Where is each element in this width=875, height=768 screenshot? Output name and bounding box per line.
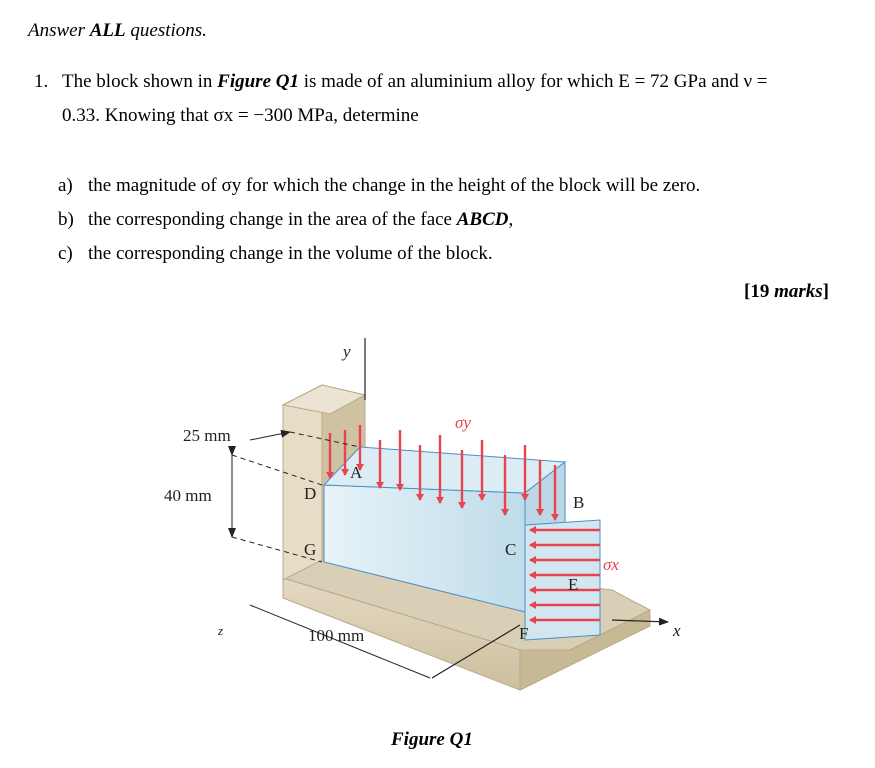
- sigma-y-arrows: [326, 425, 559, 521]
- length-dim: [249, 604, 431, 679]
- dim-height-label: 40 mm: [164, 486, 212, 505]
- depth-dim: [249, 429, 291, 441]
- sigma-x-arrows: [529, 526, 600, 624]
- marks-number: [19: [744, 281, 775, 302]
- sigma-x-label: σx: [603, 555, 619, 574]
- point-d-label: D: [304, 484, 316, 503]
- sigma-y-label: σy: [455, 413, 471, 432]
- instructions-prefix: Answer: [28, 20, 90, 41]
- instructions: Answer ALL questions.: [28, 20, 207, 42]
- instructions-emphasis: ALL: [89, 20, 126, 41]
- dimension-lines: [228, 429, 431, 679]
- part-b-label: b): [58, 209, 74, 230]
- part-a: a) the magnitude of σy for which the chan…: [58, 175, 700, 197]
- point-c-label: C: [505, 540, 516, 559]
- marks-word: marks: [774, 281, 823, 302]
- q-text-c: E = 72 GPa and ν =: [618, 71, 768, 92]
- point-a-label: A: [350, 463, 363, 482]
- z-axis: [431, 624, 521, 679]
- point-e-label: E: [568, 575, 578, 594]
- q-text-b: is made of an aluminium alloy for which: [298, 71, 619, 92]
- q-text-a: The block shown in: [62, 71, 218, 92]
- dim-depth-label: 25 mm: [183, 426, 231, 445]
- point-g-label: G: [304, 540, 316, 559]
- point-b-label: B: [573, 493, 584, 512]
- part-b-comma: ,: [508, 209, 514, 230]
- axis-z-label: z: [217, 623, 223, 638]
- axes: [364, 338, 669, 679]
- face-abcd: ABCD: [456, 209, 509, 230]
- instructions-suffix: questions.: [125, 20, 207, 41]
- part-c: c) the corresponding change in the volume…: [58, 243, 493, 265]
- axis-y-label: y: [341, 342, 351, 361]
- part-c-text: the corresponding change in the volume o…: [88, 243, 493, 264]
- question-line-1: The block shown in Figure Q1 is made of …: [62, 71, 768, 93]
- question-number: 1.: [34, 71, 49, 92]
- axis-x-label: x: [672, 621, 681, 640]
- point-f-label: F: [519, 624, 528, 643]
- part-b: b) the corresponding change in the area o…: [58, 209, 513, 231]
- question-line-2: 0.33. Knowing that σx = −300 MPa, determ…: [62, 105, 419, 126]
- marks-close: ]: [822, 281, 829, 302]
- figure-caption: Figure Q1: [391, 729, 473, 750]
- dim-length-label: 100 mm: [308, 626, 364, 645]
- part-a-text: the magnitude of σy for which the change…: [88, 175, 701, 196]
- figure-reference: Figure Q1: [217, 71, 299, 92]
- part-c-label: c): [58, 243, 73, 264]
- x-axis: [611, 617, 669, 626]
- part-a-label: a): [58, 175, 73, 196]
- marks: [19 marks]: [744, 281, 829, 303]
- part-b-text: the corresponding change in the area of …: [88, 209, 457, 230]
